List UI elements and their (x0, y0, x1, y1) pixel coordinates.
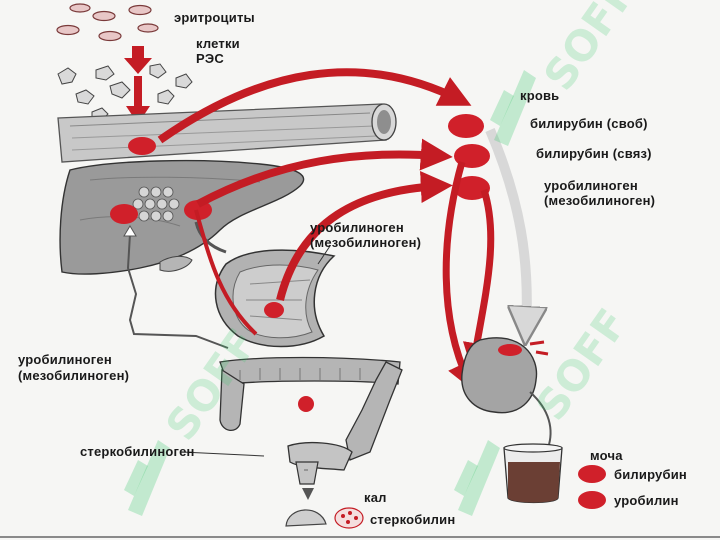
urine-glass (503, 443, 563, 504)
label-stercobilinogen: стеркобилиноген (80, 444, 195, 459)
stercobilin-sample (334, 507, 364, 529)
label-res-cells-line1: клетки (196, 36, 240, 51)
label-urine-urobilin: уробилин (614, 493, 679, 508)
feces-arrow (302, 488, 314, 500)
urine-urobilin-marker (578, 491, 606, 509)
kidney (461, 337, 549, 414)
label-urine: моча (590, 448, 623, 463)
label-erythrocytes: эритроциты (174, 10, 255, 25)
label-urobilinogen-blood-line1: уробилиноген (544, 178, 638, 193)
label-bilirubin-bound: билирубин (связ) (536, 146, 652, 161)
arrow-to-blood-urobilinogen (276, 170, 453, 301)
ureter (529, 391, 552, 449)
label-urobilinogen-liver-line1: уробилиноген (18, 352, 112, 367)
watermark-logo-icon-1 (124, 440, 170, 516)
arrow-free-to-kidney (485, 128, 527, 330)
label-blood: кровь (520, 88, 560, 103)
arrow-bound-to-kidney (442, 161, 474, 391)
arrow-to-blood-free (157, 68, 472, 144)
urobilinogen-intestine-leader (317, 245, 331, 265)
label-urobilinogen-liver-line2: (мезобилиноген) (18, 368, 130, 383)
label-urobilinogen-blood-line2: (мезобилиноген) (544, 193, 656, 208)
blood-pigments (448, 114, 490, 200)
label-urobilinogen-intestine-line1: уробилиноген (310, 220, 404, 235)
bilirubin-in-vessel (128, 137, 156, 155)
bilirubin-in-liver-1 (110, 204, 138, 224)
portal-vein-path (126, 233, 229, 349)
blood-vessel (57, 103, 397, 163)
label-urobilinogen-intestine-line2: (мезобилиноген) (310, 235, 422, 250)
arrow-liver-to-intestine (194, 209, 258, 336)
stercobilin-dots (341, 511, 358, 524)
label-res-cells-line2: РЭС (196, 51, 224, 66)
bile-duct (159, 221, 227, 272)
urobilinogen-in-intestine (264, 302, 284, 318)
feces (285, 509, 327, 527)
watermark-logo-icon-3 (490, 70, 536, 146)
stercobilinogen-in-colon (298, 396, 314, 412)
urine-bilirubin-marker (578, 465, 606, 483)
label-bilirubin-free: билирубин (своб) (530, 116, 648, 131)
label-urine-bilirubin: билирубин (614, 467, 687, 482)
res-cells-illustration (57, 63, 193, 121)
arrow-to-blood-bound (196, 138, 453, 208)
rectum (295, 461, 319, 485)
stercobilinogen-leader (181, 451, 265, 457)
erythrocytes-illustration (56, 3, 159, 42)
label-feces: кал (364, 490, 387, 505)
portal-arrow (123, 225, 137, 237)
arrow-urobilinogen-to-kidney (462, 188, 495, 372)
label-stercobilin: стеркобилин (370, 512, 456, 527)
breakdown-arrow (124, 46, 152, 124)
liver (59, 159, 305, 275)
watermark-logo-icon-2 (454, 440, 500, 516)
